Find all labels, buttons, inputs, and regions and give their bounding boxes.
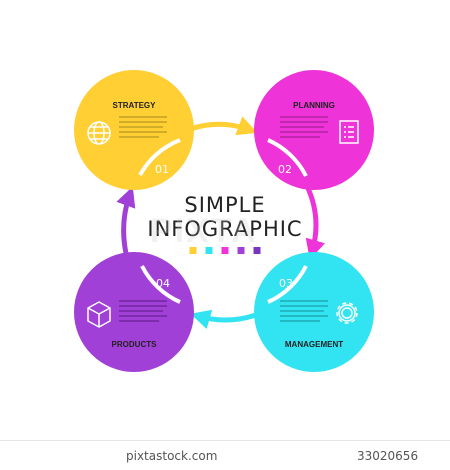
text-placeholder-line xyxy=(280,310,324,312)
text-placeholder-line xyxy=(280,300,328,302)
color-swatch xyxy=(205,247,213,254)
step-strategy: STRATEGY 01 xyxy=(74,70,194,190)
color-swatch xyxy=(253,247,261,254)
text-placeholder-line xyxy=(119,126,163,128)
text-placeholder-line xyxy=(280,121,328,123)
step-circle xyxy=(74,252,194,372)
text-placeholder-line xyxy=(119,320,159,322)
cube-icon xyxy=(87,301,111,328)
step-number: 02 xyxy=(278,163,292,176)
step-products: PRODUCTS 04 xyxy=(74,252,194,372)
step-number: 04 xyxy=(156,277,170,290)
step-title: STRATEGY xyxy=(113,101,157,110)
text-placeholder-line xyxy=(119,116,167,118)
step-number: 01 xyxy=(155,163,169,176)
gear-icon xyxy=(336,302,358,324)
text-placeholder-line xyxy=(280,116,328,118)
title-line-2: INFOGRAPHIC xyxy=(147,217,302,241)
text-placeholder-line xyxy=(280,320,320,322)
arrow-products-to-strategy xyxy=(116,186,136,261)
step-number: 03 xyxy=(279,277,293,290)
text-placeholder-line xyxy=(119,300,167,302)
arrow-strategy-to-planning xyxy=(182,116,258,136)
footer-brand: pixtastock.com xyxy=(126,449,218,463)
text-placeholder-line xyxy=(119,136,159,138)
step-planning: PLANNING 02 xyxy=(254,70,374,190)
color-swatch xyxy=(189,247,197,254)
ring-segment xyxy=(267,265,308,304)
footer: pixtastock.com 33020656 xyxy=(0,440,450,470)
step-management: MANAGEMENT 03 xyxy=(254,252,374,372)
color-swatch xyxy=(237,247,245,254)
step-title: PRODUCTS xyxy=(112,340,158,349)
text-placeholder-line xyxy=(119,310,163,312)
ring-segment xyxy=(138,138,181,176)
text-placeholder-line xyxy=(119,121,167,123)
text-placeholder-line xyxy=(280,136,320,138)
text-placeholder-line xyxy=(119,315,167,317)
step-circle xyxy=(254,252,374,372)
step-title: MANAGEMENT xyxy=(285,340,343,349)
footer-image-number: 33020656 xyxy=(357,449,419,463)
step-circle xyxy=(74,70,194,190)
text-placeholder-line xyxy=(119,305,167,307)
color-swatch xyxy=(221,247,229,254)
text-placeholder-line xyxy=(119,131,167,133)
watermark: PIXTA xyxy=(150,212,258,250)
step-circle xyxy=(254,70,374,190)
title-line-1: SIMPLE xyxy=(184,193,265,217)
arrow-planning-to-management xyxy=(304,183,325,260)
text-placeholder-line xyxy=(280,126,324,128)
globe-icon xyxy=(87,121,111,145)
color-swatches xyxy=(189,247,261,254)
text-placeholder-line xyxy=(280,305,328,307)
text-placeholder-line xyxy=(280,315,328,317)
list-icon xyxy=(339,120,359,144)
text-placeholder-line xyxy=(280,131,328,133)
ring-segment xyxy=(140,265,181,304)
ring-segment xyxy=(267,138,308,177)
step-title: PLANNING xyxy=(293,101,335,110)
